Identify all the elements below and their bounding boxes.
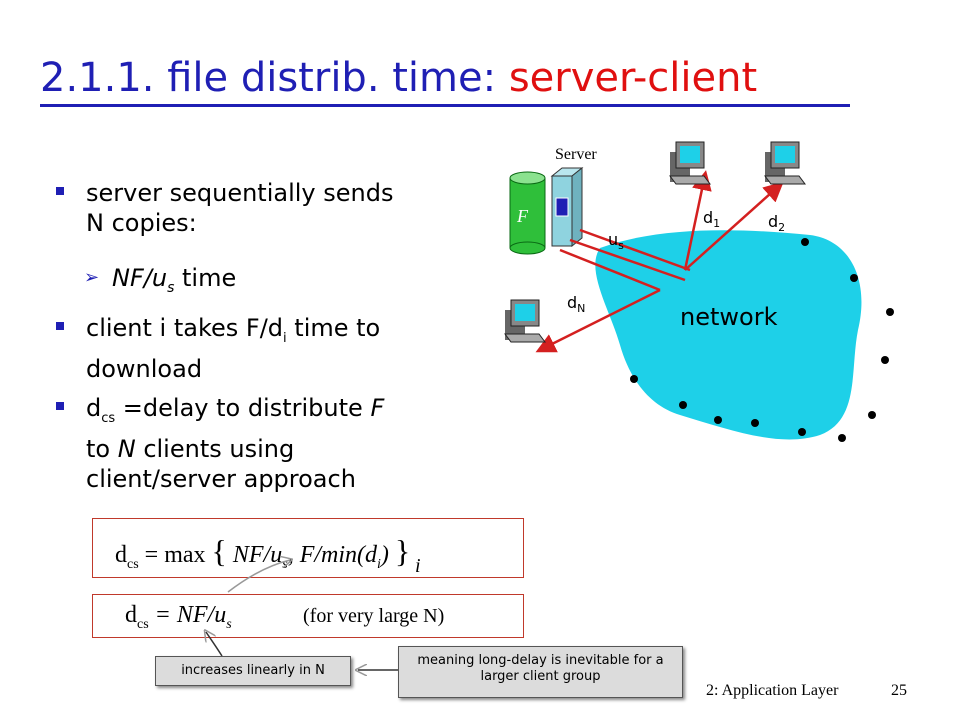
f2-lhs: d: [125, 602, 137, 628]
note-long-delay: meaning long-delay is inevitable for a l…: [398, 646, 683, 698]
network-label: network: [680, 303, 778, 331]
f1-t2-end: ): [380, 542, 395, 568]
client-computer-icon: [669, 141, 711, 185]
formula-large-n: dcs = NF/us: [125, 602, 232, 633]
f1-lhs-sub: cs: [127, 556, 139, 572]
network-cloud: [595, 230, 862, 440]
footer-page-number: 25: [891, 682, 907, 699]
f2-note: (for very large N): [303, 605, 445, 627]
d1-sub: 1: [713, 217, 721, 231]
arrow-bullet-icon: ➢: [84, 267, 100, 288]
f2-lhs-sub: cs: [137, 616, 149, 632]
sub-formula: NF/u: [112, 264, 168, 292]
f1-brace-l: {: [211, 533, 227, 569]
client-computer-icon: [764, 141, 806, 185]
b2-line2: download: [86, 354, 203, 383]
footer-chapter: 2: Application Layer: [706, 682, 839, 699]
file-icon: [509, 171, 546, 255]
us-text: u: [608, 230, 619, 249]
f1-under: i: [415, 555, 421, 577]
f1-t2: , F/min(d: [287, 542, 378, 568]
dN-label: dN: [567, 293, 585, 315]
network-diagram: [504, 141, 894, 442]
b3-tail: clients using: [135, 434, 295, 463]
f2-rhs-sub: s: [226, 616, 232, 632]
sub-formula-tail: time: [174, 264, 237, 292]
d2-sub: 2: [778, 221, 786, 235]
b2-sub: i: [283, 330, 287, 346]
title-underline: [40, 104, 850, 107]
dN-sub: N: [577, 302, 586, 316]
file-label: F: [517, 206, 528, 226]
b3-line3: client/server approach: [86, 464, 356, 493]
f2-eq: = NF/u: [148, 602, 227, 628]
formula-max: dcs = max { NF/us, F/min(di) }: [115, 533, 410, 573]
bullet-1-line2: N copies:: [86, 209, 197, 237]
d1-label: d1: [703, 208, 720, 230]
d2-label: d2: [768, 212, 785, 234]
bullet-icon: [56, 402, 64, 410]
b2-a: client i takes F/d: [86, 314, 284, 342]
f1-brace-r: }: [394, 533, 411, 569]
f1-t2-sub: i: [377, 556, 381, 572]
bullet-icon: [56, 187, 64, 195]
f1-lhs: d: [115, 542, 127, 568]
b3-sub: cs: [101, 410, 116, 426]
b3-italic: F: [370, 394, 385, 422]
bullet-3: dcs =delay to distribute F to N clients …: [86, 393, 384, 494]
b3-b: =delay to distribute: [115, 394, 371, 422]
bullet-icon: [56, 322, 64, 330]
page-title: 2.1.1. file distrib. time: server-client: [40, 58, 757, 98]
client-computer-icon: [504, 299, 546, 343]
us-sub: s: [618, 239, 624, 253]
bullet-1: server sequentially sends N copies:: [86, 178, 393, 238]
title-prefix: 2.1.1. file distrib. time:: [40, 55, 509, 101]
cloud-dots: [630, 238, 894, 442]
f1-eq: = max: [138, 542, 212, 568]
d2-text: d: [768, 212, 779, 231]
b2-b: time to: [286, 314, 381, 342]
dN-text: d: [567, 293, 578, 312]
bullet-1-line1: server sequentially sends: [86, 179, 394, 207]
d1-text: d: [703, 208, 714, 227]
us-label: us: [608, 230, 624, 252]
server-icon: [550, 166, 584, 248]
b3-pre: to: [86, 434, 118, 463]
b3-a: d: [86, 394, 102, 422]
note-linear: increases linearly in N: [155, 656, 351, 686]
bullet-1-sub: NF/us time: [112, 263, 236, 303]
title-highlight: server-client: [508, 55, 758, 101]
formula-large-n-box: dcs = NF/us (for very large N): [92, 594, 524, 638]
formula-max-box: dcs = max { NF/us, F/min(di) } i: [92, 518, 524, 578]
server-label: Server: [555, 146, 597, 163]
bullet-2: client i takes F/di time to download: [86, 313, 380, 384]
transfer-arrows: [535, 170, 784, 353]
sub-formula-sub: s: [167, 279, 175, 296]
b3-italic2: N: [117, 434, 136, 463]
f1-t1: NF/u: [226, 542, 283, 568]
